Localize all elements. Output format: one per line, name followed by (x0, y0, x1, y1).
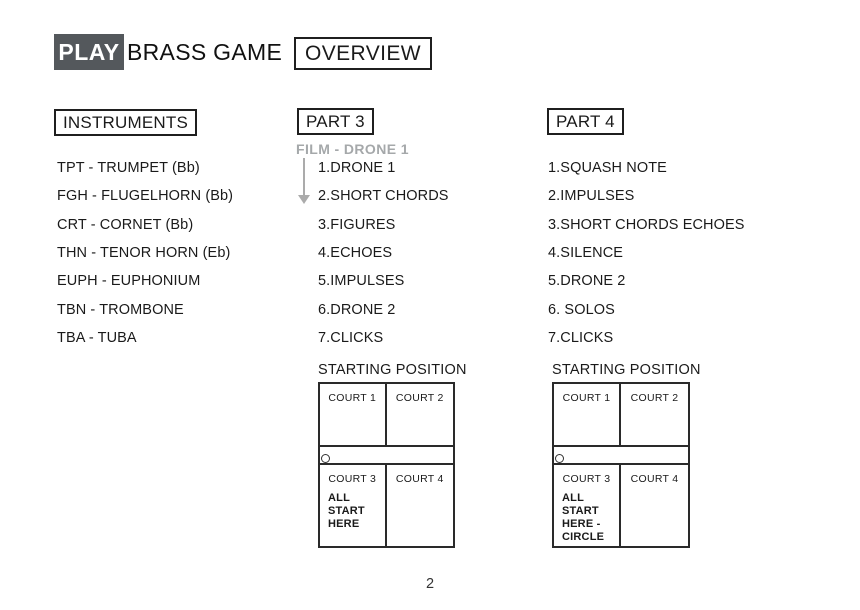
part4-item: 3.SHORT CHORDS ECHOES (548, 216, 745, 233)
part3-starting-position-title: STARTING POSITION (318, 362, 467, 378)
court-cell: COURT 3 ALL START HERE (320, 465, 387, 546)
part3-item: 3.FIGURES (318, 216, 396, 233)
court-cell: COURT 1 (320, 384, 387, 445)
instruments-list: TPT - TRUMPET (Bb) FGH - FLUGELHORN (Bb)… (57, 160, 234, 359)
part4-item: 5.DRONE 2 (548, 273, 626, 290)
start-note: ALL START HERE (328, 492, 365, 530)
circle-marker-icon (321, 454, 330, 463)
overview-label: OVERVIEW (294, 37, 433, 70)
page-title: BRASS GAME (127, 39, 283, 65)
part3-item: 6.DRONE 2 (318, 301, 396, 318)
instrument-item: CRT - CORNET (Bb) (57, 216, 194, 233)
part4-item: 6. SOLOS (548, 301, 615, 318)
court-cell: COURT 1 (554, 384, 621, 445)
net-strip (320, 445, 453, 465)
part4-starting-position-title: STARTING POSITION (552, 362, 701, 378)
part3-item: 4.ECHOES (318, 245, 393, 262)
part3-item: 1.DRONE 1 (318, 160, 396, 176)
part4-sequence-list: 1.SQUASH NOTE 2.IMPULSES 3.SHORT CHORDS … (548, 160, 745, 359)
part3-item: 7.CLICKS (318, 330, 384, 347)
part4-item: 1.SQUASH NOTE (548, 160, 667, 176)
down-arrow-icon (298, 195, 310, 204)
instruments-header: INSTRUMENTS (54, 109, 197, 136)
part3-item: 2.SHORT CHORDS (318, 188, 449, 205)
title-highlight-play: PLAY (54, 34, 124, 70)
court-label: COURT 4 (395, 473, 444, 485)
instrument-item: TBA - TUBA (57, 330, 137, 347)
court-cell: COURT 3 ALL START HERE - CIRCLE (554, 465, 621, 546)
part4-header: PART 4 (547, 108, 624, 135)
court-label: COURT 2 (395, 392, 444, 404)
court-label: COURT 1 (562, 392, 611, 404)
court-label: COURT 3 (562, 473, 611, 485)
court-cell: COURT 4 (621, 465, 688, 546)
part3-court-diagram: COURT 1 COURT 2 COURT 3 ALL START HERE C… (318, 382, 455, 548)
part4-item: 4.SILENCE (548, 245, 624, 262)
instrument-item: THN - TENOR HORN (Eb) (57, 245, 231, 262)
start-note: ALL START HERE - CIRCLE (562, 492, 605, 543)
instrument-item: FGH - FLUGELHORN (Bb) (57, 188, 234, 205)
part4-item: 2.IMPULSES (548, 188, 635, 205)
part3-item: 5.IMPULSES (318, 273, 405, 290)
court-cell: COURT 2 (621, 384, 688, 445)
court-label: COURT 2 (630, 392, 679, 404)
part3-film-label: FILM - DRONE 1 (296, 141, 409, 157)
court-label: COURT 1 (328, 392, 377, 404)
net-strip (554, 445, 688, 465)
court-label: COURT 3 (328, 473, 377, 485)
circle-marker-icon (555, 454, 564, 463)
instrument-item: TBN - TROMBONE (57, 301, 184, 318)
court-cell: COURT 4 (387, 465, 454, 546)
part3-header: PART 3 (297, 108, 374, 135)
instrument-item: TPT - TRUMPET (Bb) (57, 160, 200, 176)
part4-item: 7.CLICKS (548, 330, 614, 347)
part3-sequence-list: 1.DRONE 1 2.SHORT CHORDS 3.FIGURES 4.ECH… (318, 160, 449, 359)
court-cell: COURT 2 (387, 384, 454, 445)
down-arrow-icon (303, 158, 305, 195)
court-label: COURT 4 (630, 473, 679, 485)
part4-court-diagram: COURT 1 COURT 2 COURT 3 ALL START HERE -… (552, 382, 690, 548)
page-number: 2 (425, 576, 435, 592)
instrument-item: EUPH - EUPHONIUM (57, 273, 201, 290)
